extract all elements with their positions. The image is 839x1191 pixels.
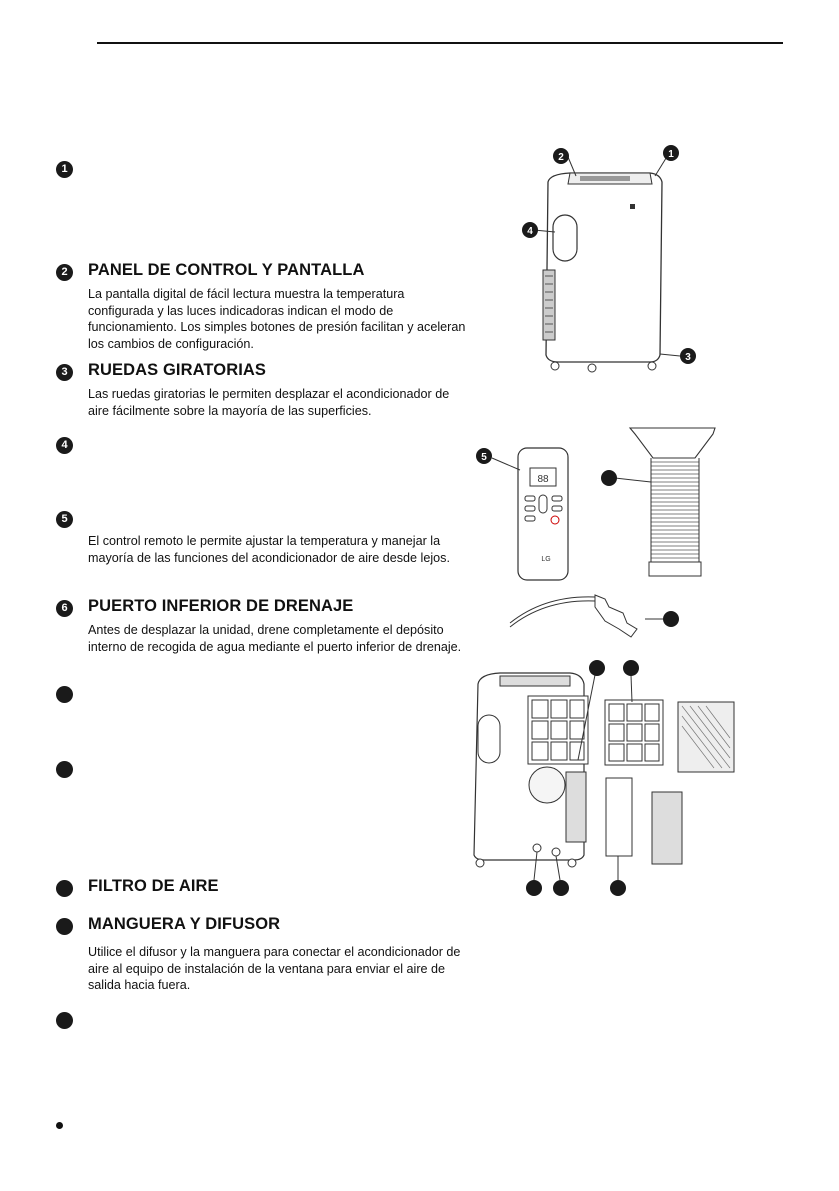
item-2-title: PANEL DE CONTROL Y PANTALLA: [88, 261, 365, 279]
item-4-badge: 4: [56, 437, 73, 454]
remote-display-text: 88: [537, 474, 549, 485]
item-6-badge: 6: [56, 600, 73, 617]
item-5-desc: El control remoto le permite ajustar la …: [88, 534, 450, 565]
item-6-desc: Antes de desplazar la unidad, drene comp…: [88, 623, 462, 654]
item-10-badge: [56, 918, 73, 935]
item-7-badge: [56, 686, 73, 703]
callout-3-label: 3: [685, 352, 691, 363]
item-2-desc: La pantalla digital de fácil lectura mue…: [88, 287, 466, 351]
footer-dot: [56, 1122, 63, 1129]
item-10-desc: Utilice el difusor y la manguera para co…: [88, 945, 461, 992]
header-rule: [97, 42, 783, 44]
remote-brand-logo: LG: [541, 556, 550, 563]
remote-control-illustration: 88 LG 5: [476, 447, 569, 581]
item-2-badge: 2: [56, 264, 73, 281]
callout-2-label: 2: [558, 152, 564, 163]
item-3-title: RUEDAS GIRATORIAS: [88, 361, 267, 379]
drain-hose-illustration: [509, 594, 679, 638]
item-1-badge: 1: [56, 161, 73, 178]
callout-1-label: 1: [668, 149, 674, 160]
item-3-badge: 3: [56, 364, 73, 381]
callout-4-label: 4: [527, 226, 533, 237]
item-3-desc: Las ruedas giratorias le permiten despla…: [88, 387, 450, 418]
item-6-title: PUERTO INFERIOR DE DRENAJE: [88, 597, 354, 615]
item-9-title: FILTRO DE AIRE: [88, 877, 219, 895]
item-8-badge: [56, 761, 73, 778]
callout-5-label: 5: [481, 452, 487, 463]
item-11-badge: [56, 1012, 73, 1029]
exhaust-hose-illustration: [601, 427, 716, 577]
rear-unit-filters-illustration: [473, 660, 735, 896]
ac-unit-front-illustration: 2 1 4 3: [522, 145, 696, 373]
item-5-badge: 5: [56, 511, 73, 528]
item-9-badge: [56, 880, 73, 897]
item-10-title: MANGUERA Y DIFUSOR: [88, 915, 281, 933]
